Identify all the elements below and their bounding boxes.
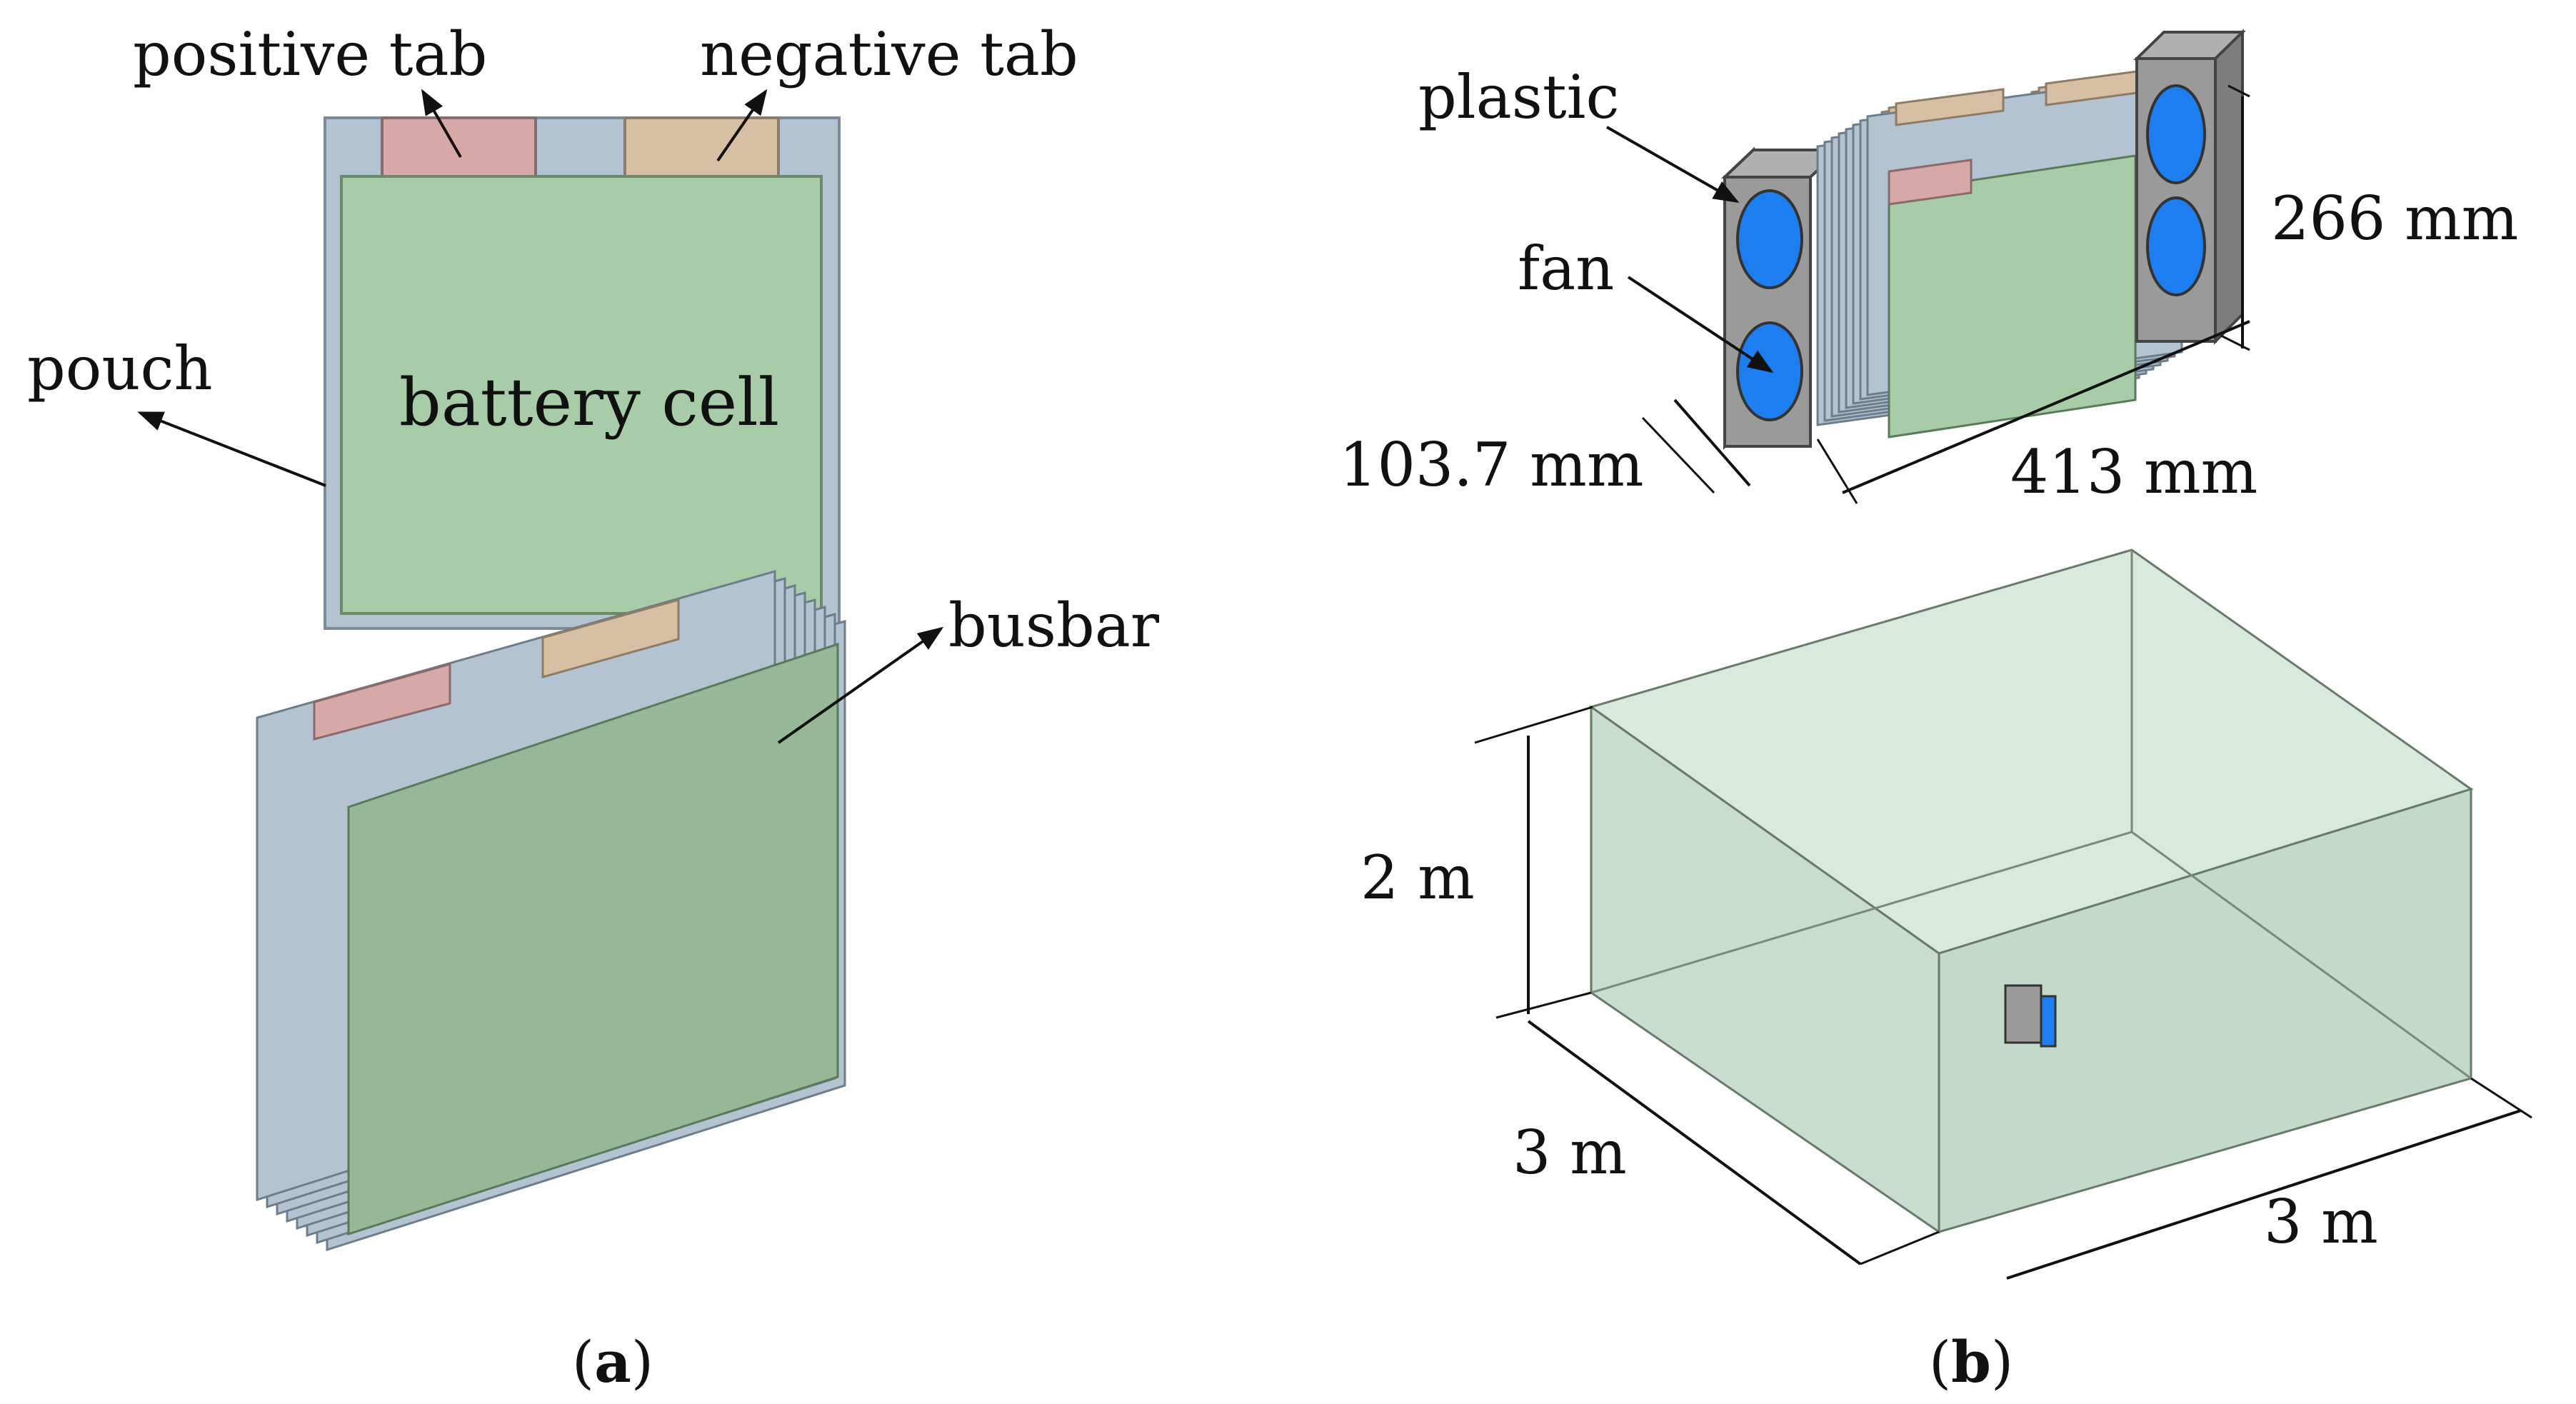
fan-upper-right [2146,84,2206,184]
positive-tab-leader [421,89,462,158]
plastic-leader [1606,126,1740,203]
positive-tab-label: positive tab [133,19,487,89]
room-width-ext-right [2470,1077,2532,1119]
pack-depth-dim-line [1673,398,1751,487]
room-depth-label: 3 m [1513,1118,1627,1188]
negative-tab-leader [716,89,768,162]
cell-stack-drawing [256,570,846,1252]
stack-layer-positive-tab [313,663,451,741]
pack-width-ext-left [1816,438,1858,504]
panel-a: positive tab negative tab pouch battery … [27,19,1160,1395]
pack-front-positive-tab [1888,159,1973,206]
battery-pack-drawing [1720,29,2246,450]
plastic-label: plastic [1418,62,1620,132]
fan-label: fan [1518,234,1614,304]
room-depth-dim-line [1527,1020,1862,1265]
pouch-label: pouch [27,334,213,403]
fan-leader [1627,276,1774,373]
pack-height-ext-bottom [2220,334,2250,351]
caption-b-letter: b [1951,1328,1991,1395]
fan-upper-left [1736,189,1803,289]
small-pack-model [2004,984,2043,1044]
room-height-label: 2 m [1360,843,1475,913]
pack-height-ext-top [2227,84,2250,98]
pack-cell-stack [1816,68,2183,438]
battery-cell-label: battery cell [399,364,779,441]
room-width-label: 3 m [2264,1187,2378,1257]
stack-front-cell-face [347,642,839,1236]
pack-width-label: 413 mm [2010,437,2257,507]
small-pack-fan [2040,995,2057,1048]
panel-b: plastic fan 266 mm 103.7 mm 413 mm [1339,29,2532,1395]
stack-layer-negative-tab [541,598,680,678]
room-depth-ext [1860,1230,1940,1265]
room-width-dim-line [2006,1109,2522,1280]
room-domain-drawing [1588,548,2474,1234]
busbar-label: busbar [948,591,1160,661]
pack-depth-label: 103.7 mm [1339,430,1643,500]
right-plastic-side [2214,29,2244,345]
caption-b: (b) [1929,1328,2013,1395]
pouch-leader [137,411,326,487]
negative-tab-label: negative tab [700,19,1078,89]
pack-layer-tab [1895,88,2005,126]
pack-front-cell-face [1888,154,2137,438]
pack-width-dim-line [1842,320,2250,494]
pack-height-label: 266 mm [2271,184,2518,254]
caption-a: (a) [572,1328,653,1395]
room-height-ext-top [1474,706,1593,744]
caption-a-letter: a [594,1328,631,1395]
fan-lower-right [2146,196,2206,296]
negative-tab-shape [623,116,780,179]
battery-cell-body [340,175,823,615]
busbar-leader [777,626,944,744]
single-cell-drawing [324,116,841,630]
positive-tab-shape [381,116,537,179]
room-height-ext-bottom [1495,991,1592,1019]
pack-depth-ext [1641,416,1715,494]
